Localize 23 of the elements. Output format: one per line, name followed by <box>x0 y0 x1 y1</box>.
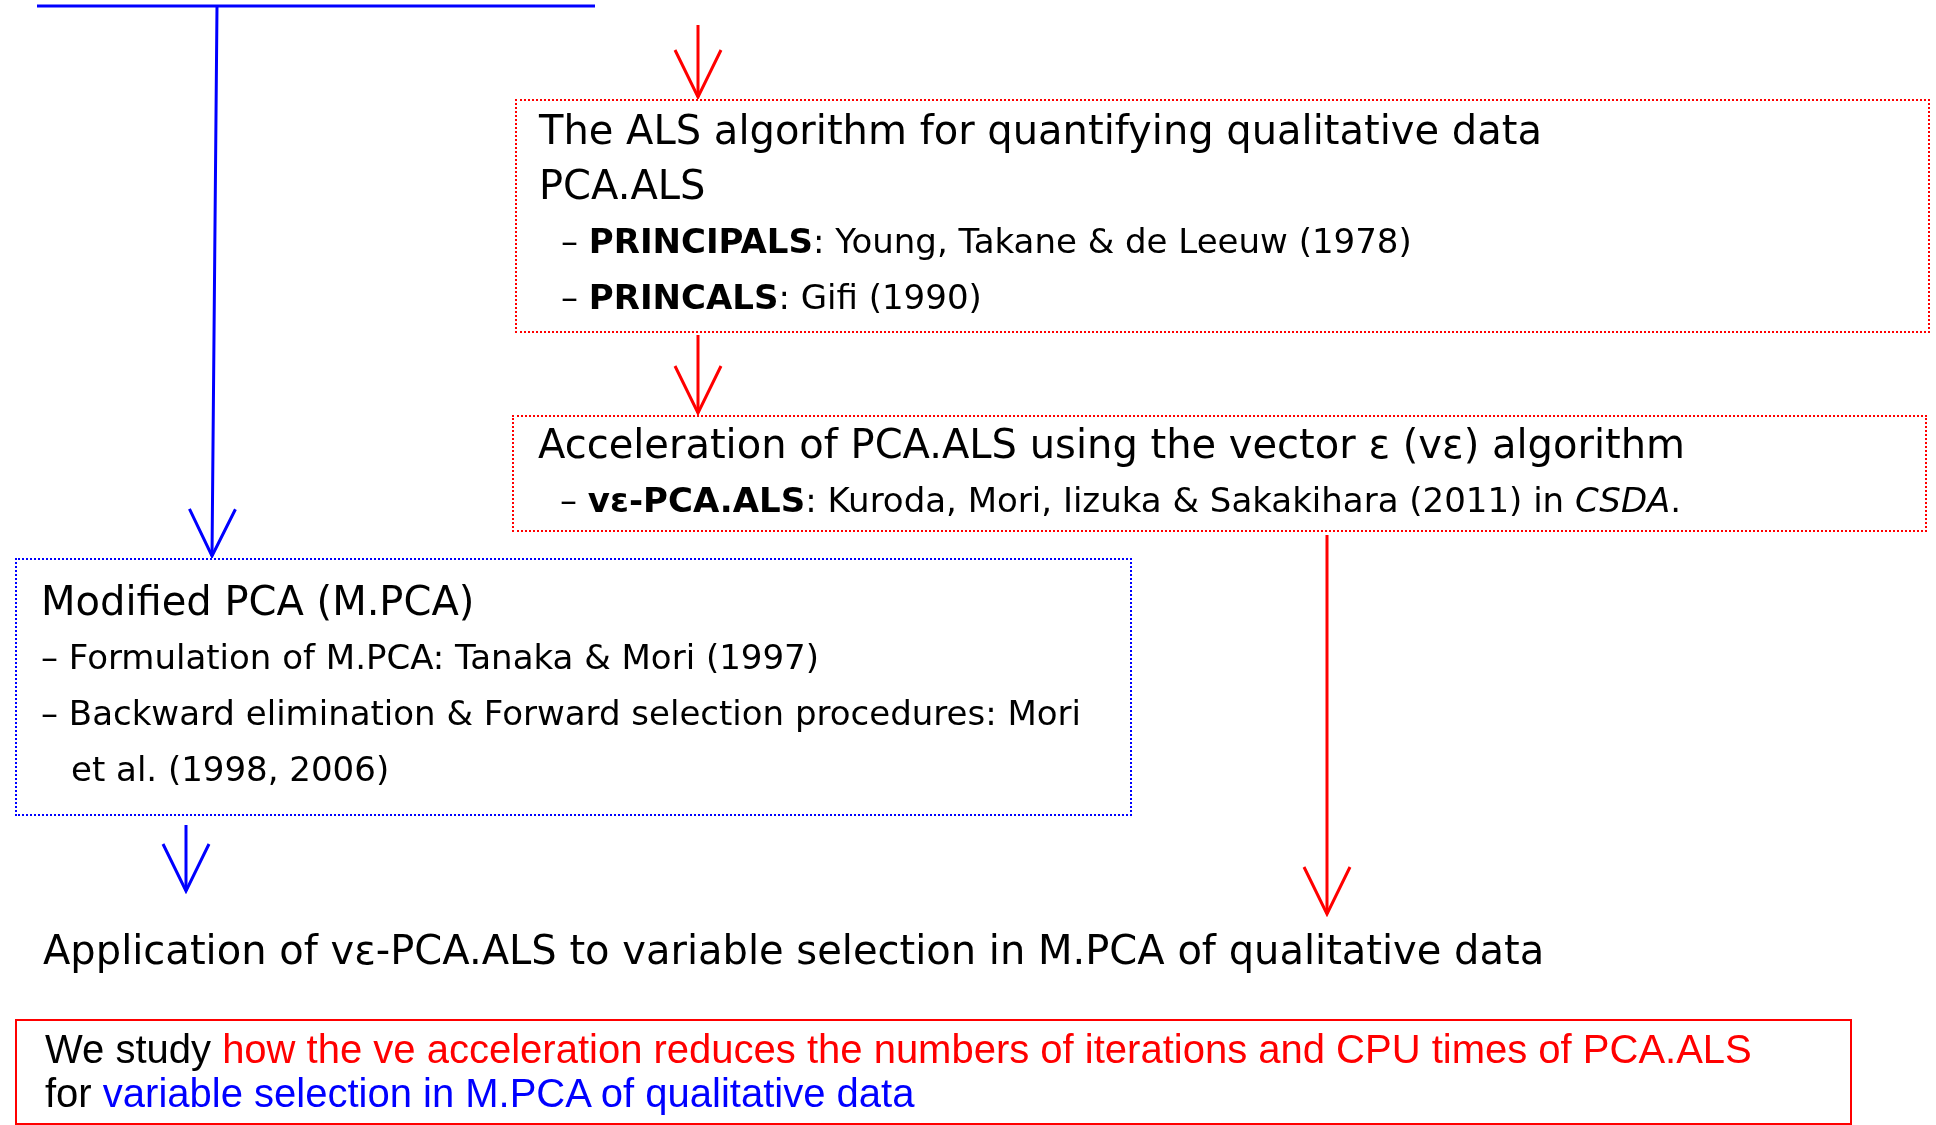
bullet-text: – Formulation of M.PCA: Tanaka & Mori (1997) <box>41 636 820 679</box>
heading-text: Acceleration of PCA.ALS using the vector ε (vε) algorithm <box>538 420 1687 469</box>
arrow <box>35 4 597 558</box>
heading-text: Modified PCA (M.PCA) <box>41 577 476 626</box>
bullet-text: – PRINCALS: Gifi (1990) <box>560 276 983 319</box>
process-box <box>512 415 1927 532</box>
arrow <box>673 25 723 99</box>
summary-text: for <box>45 1071 92 1115</box>
arrow <box>1302 535 1352 916</box>
arrow <box>673 335 723 415</box>
bullet-text: – PRINCIPALS: Young, Takane & de Leeuw (1978) <box>560 220 1413 263</box>
summary-text: how the ve acceleration reduces the numbers of iterations and CPU times of PCA.ALS <box>222 1027 1752 1071</box>
process-box <box>515 99 1930 333</box>
arrow <box>161 825 211 893</box>
summary-box <box>15 1019 1852 1125</box>
process-box <box>15 558 1132 816</box>
bullet-text: – Backward elimination & Forward selection procedures: Mori et al. (1998, 2006) <box>41 692 1082 791</box>
summary-text: We study <box>45 1027 211 1071</box>
heading-text: PCA.ALS <box>539 161 707 210</box>
bullet-text: – vε-PCA.ALS: Kuroda, Mori, Iizuka & Sakakihara (2011) in CSDA. <box>559 479 1683 522</box>
heading-text: The ALS algorithm for quantifying qualitative data <box>539 106 1543 155</box>
conclusion-text: Application of vε-PCA.ALS to variable selection in M.PCA of qualitative data <box>43 922 1893 982</box>
summary-text: variable selection in M.PCA of qualitative data <box>102 1071 915 1115</box>
